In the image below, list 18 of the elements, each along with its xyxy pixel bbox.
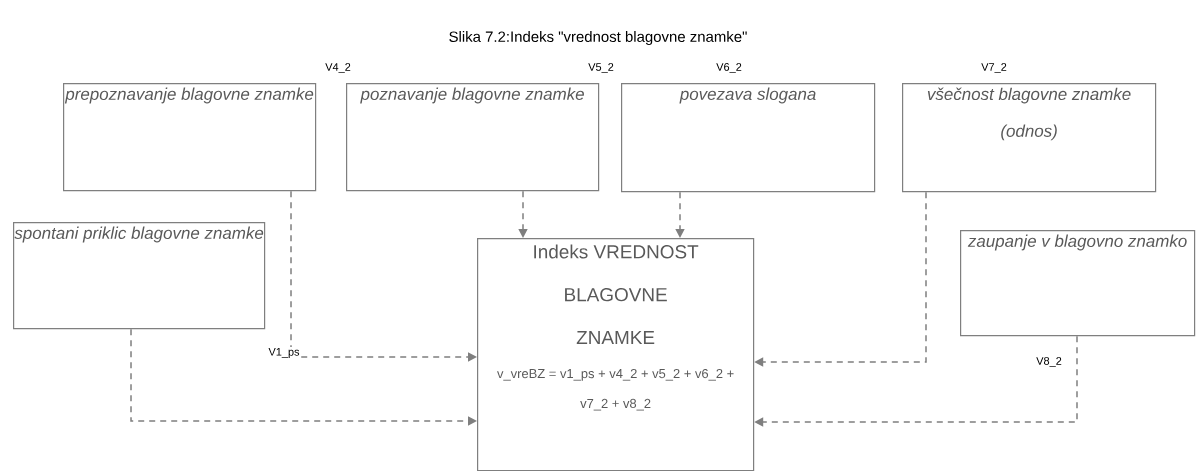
arrow bbox=[518, 190, 528, 238]
variable-label: V4_2 bbox=[325, 63, 351, 73]
text-box: poznavanje blagovne znamke bbox=[346, 83, 600, 192]
text-box: prepoznavanje blagovne znamke bbox=[63, 83, 317, 192]
variable-label: V8_2 bbox=[1036, 357, 1062, 367]
title: Slika 7.2:Indeks "vrednost blagovne znamke" bbox=[449, 31, 747, 45]
index-box: Indeks VREDNOST BLAGOVNE ZNAMKE v_vreBZ = v1_ps + v4_2 + v5_2 + v6_2 + v7_2 + v8_2 bbox=[477, 238, 755, 471]
arrow bbox=[130, 328, 477, 426]
arrow bbox=[675, 191, 685, 238]
text-box: zaupanje v blagovno znamko bbox=[960, 230, 1196, 337]
arrow bbox=[290, 190, 477, 362]
variable-label: V6_2 bbox=[716, 63, 742, 73]
text-box: povezava slogana bbox=[621, 83, 876, 193]
text-box: všečnost blagovne znamke (odnos) bbox=[902, 83, 1157, 193]
variable-label: V7_2 bbox=[981, 63, 1007, 73]
text-box: spontani priklic blagovne znamke bbox=[13, 222, 266, 330]
variable-label: V5_2 bbox=[588, 63, 614, 73]
edge-label: V1_ps bbox=[267, 347, 301, 359]
